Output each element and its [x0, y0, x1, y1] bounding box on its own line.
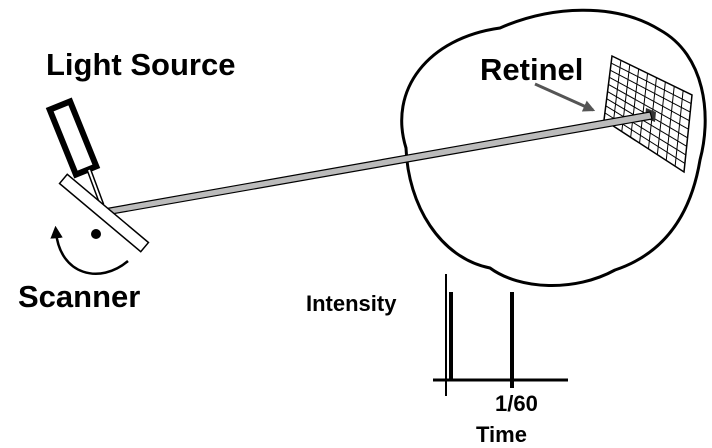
- retina-grid-hline: [608, 84, 689, 130]
- time-label: Time: [476, 422, 527, 447]
- retina-grid-hline: [606, 98, 687, 147]
- retina-grid-hline: [605, 105, 687, 156]
- scanner-mirror: [58, 173, 150, 253]
- scanner-label: Scanner: [18, 279, 140, 314]
- rotation-arrow: [50, 225, 129, 275]
- retina-grid-hline: [610, 62, 692, 105]
- retina-grid-hline: [609, 69, 691, 113]
- intensity-label: Intensity: [306, 291, 397, 316]
- retina-label: Retinel: [480, 52, 583, 87]
- retina-pointer-arrow: [534, 82, 596, 112]
- tick-label: 1/60: [495, 391, 538, 416]
- retina-grid-vline: [674, 90, 684, 167]
- intensity-timing-graph: [433, 274, 568, 396]
- light-source-lamp: [45, 97, 105, 206]
- retina-grid-vline: [656, 81, 666, 155]
- retina-grid-vline: [612, 60, 622, 126]
- scanner-pivot: [91, 229, 101, 239]
- retina-grid-vline: [630, 68, 640, 138]
- retina-grid-vline: [639, 73, 649, 144]
- retina-grid-hline: [609, 76, 690, 122]
- retina-grid-vline: [665, 86, 675, 161]
- light-source-label: Light Source: [46, 47, 235, 82]
